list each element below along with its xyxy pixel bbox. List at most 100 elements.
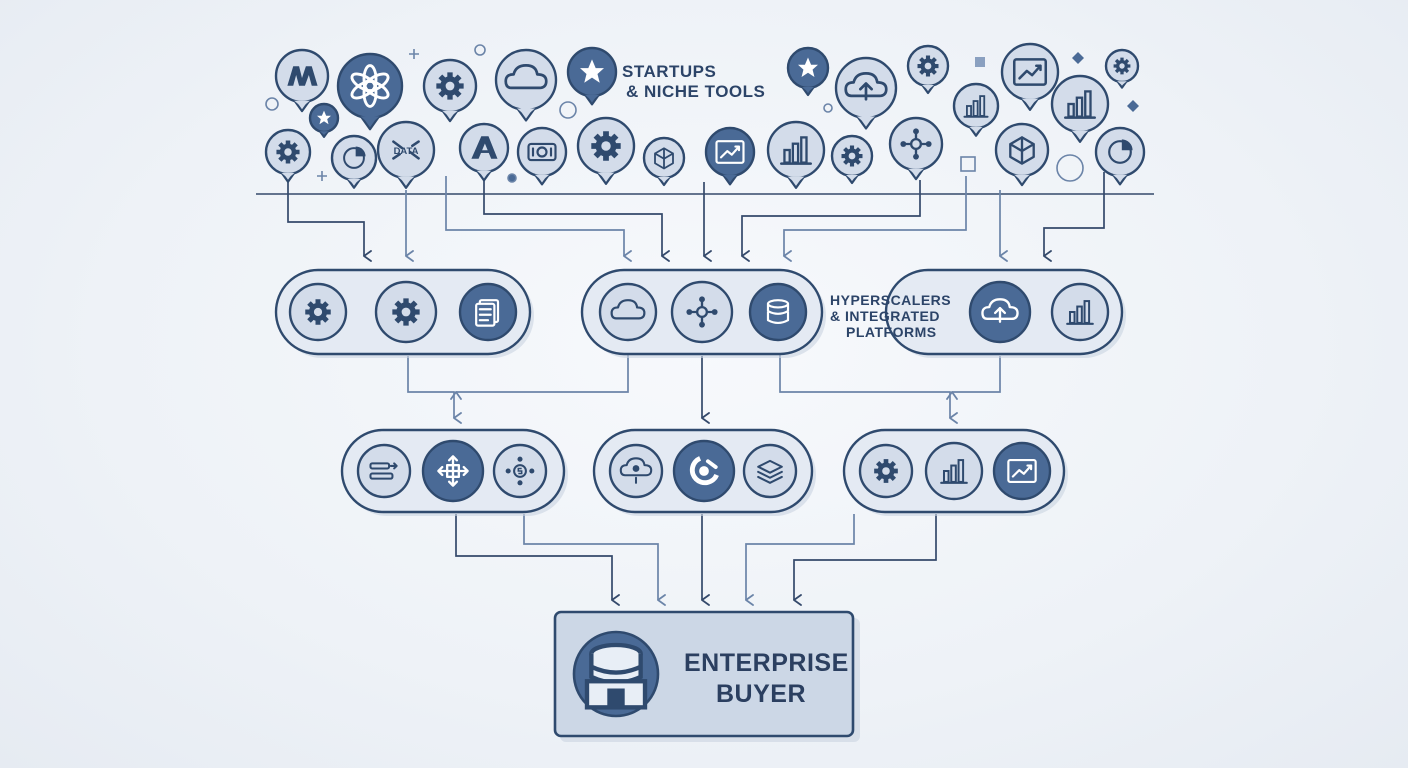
startup-bubble-22 [888, 116, 944, 181]
label-startups-niche-tools: STARTUPS & NICHE TOOLS [622, 62, 765, 101]
letter-a-logo-icon [471, 136, 498, 159]
pie-chart-icon [343, 146, 366, 169]
gear-icon [591, 131, 621, 161]
gear-icon [276, 140, 300, 164]
platform-icon-flow-blocks-icon [356, 443, 412, 499]
gear-wrench-icon [689, 456, 719, 486]
startup-bubble-19 [704, 126, 756, 186]
label-enterprise-line2: BUYER [716, 680, 807, 709]
connector-arrow-17 [745, 514, 855, 606]
bar-chart-icon [940, 459, 968, 484]
bar-chart-icon [963, 95, 989, 118]
connector-arrow-14 [455, 514, 620, 606]
startup-bubble-10 [1104, 48, 1140, 89]
square-decoration [960, 156, 976, 172]
startup-bubble-5 [786, 46, 830, 97]
gear-icon [841, 145, 863, 167]
startup-bubble-4 [566, 46, 618, 106]
startup-bubble-14: DATA [376, 120, 436, 189]
platform-groups [274, 268, 1126, 516]
platform-icon-gear-icon [374, 280, 438, 344]
connector-arrow-13 [946, 356, 1001, 400]
platform-icon-trend-line-icon [992, 441, 1052, 501]
network-icon [686, 296, 718, 328]
startup-bubble-25 [1094, 126, 1146, 186]
label-startups-line1: STARTUPS [622, 62, 717, 81]
platform-icon-bar-chart-icon [924, 441, 984, 501]
platform-icon-cloud-icon [598, 282, 658, 342]
connector-arrow-18 [793, 514, 937, 606]
trend-line-icon [1007, 458, 1037, 484]
platform-icon-cloud-transfer-icon [968, 280, 1032, 344]
star-icon [798, 57, 818, 77]
trend-line-icon [1012, 58, 1048, 86]
diamond-decoration [1072, 52, 1084, 64]
mid-group-1 [274, 268, 534, 358]
startup-bubble-7 [906, 44, 950, 95]
startup-bubble-15 [458, 122, 510, 182]
money-icon [527, 142, 557, 162]
database-icon [766, 299, 790, 325]
ring-decoration [559, 101, 577, 119]
plus-decoration [409, 49, 419, 59]
money-network-icon [505, 456, 535, 486]
platform-icon-money-network-icon [492, 443, 548, 499]
startup-bubble-8 [1000, 42, 1060, 111]
connector-arrow-15 [523, 514, 666, 606]
label-enterprise-line1: ENTERPRISE [684, 649, 849, 677]
diamond-decoration [1127, 100, 1139, 112]
connector-arrow-6 [783, 176, 967, 262]
startup-bubble-16 [516, 126, 568, 186]
label-startups-line2: & NICHE TOOLS [626, 81, 766, 101]
connector-arrow-0 [287, 176, 372, 262]
platform-icon-stack-layers-icon [742, 443, 798, 499]
startup-bubble-0 [274, 48, 330, 113]
label-hyperscalers: HYPERSCALERS & INTEGRATED PLATFORMS [830, 292, 951, 340]
data-badge-label: DATA [394, 146, 419, 157]
platform-icon-gear-icon [858, 443, 914, 499]
gear-icon [917, 55, 939, 77]
ring-decoration [474, 44, 486, 56]
enterprise-icon-circle [572, 630, 660, 718]
startup-bubble-6 [834, 56, 898, 130]
label-enterprise-buyer: ENTERPRISE BUYER [684, 648, 849, 711]
startup-bubble-9 [1050, 74, 1110, 143]
label-hyper-line2: & INTEGRATED [830, 308, 940, 325]
platform-icon-database-icon [748, 282, 808, 342]
knot-logo-icon [350, 64, 390, 108]
connector-arrow-5 [741, 180, 921, 262]
platform-icon-gear-wrench-icon [672, 439, 736, 503]
startup-bubble-23 [952, 82, 1000, 137]
bar-chart-icon [780, 136, 812, 165]
label-hyper-line1: HYPERSCALERS [830, 292, 952, 308]
startup-bubble-2 [422, 58, 478, 123]
stack-layers-icon [757, 459, 783, 484]
cloud-icon [610, 299, 646, 320]
platform-icon-gear-icon [288, 282, 348, 342]
data-badge-icon: DATA [392, 140, 420, 160]
connector-arrow-2 [445, 176, 632, 262]
startup-bubble-12 [264, 128, 312, 183]
cloud-settings-icon [619, 457, 653, 484]
startup-bubble-18 [642, 136, 686, 187]
plus-decoration [317, 171, 327, 181]
ring-decoration [265, 97, 279, 111]
startup-bubble-3 [494, 48, 558, 122]
gear-icon [436, 72, 464, 100]
letter-m-logo-icon [287, 66, 318, 86]
lower-group-1 [340, 428, 568, 516]
dot-decoration [507, 173, 517, 183]
startup-bubble-11 [308, 102, 340, 138]
mid-group-2 [580, 268, 826, 358]
document-stack-icon [475, 299, 500, 327]
move-arrows-icon [437, 455, 469, 487]
connector-arrow-12 [779, 350, 958, 424]
startup-bubble-20 [766, 120, 826, 189]
gear-icon [1113, 57, 1131, 75]
pie-decoration [1056, 154, 1084, 182]
lower-group-3 [842, 428, 1068, 516]
platform-icon-cloud-settings-icon [608, 443, 664, 499]
square-decoration [975, 57, 985, 67]
startup-bubble-21 [830, 134, 874, 185]
